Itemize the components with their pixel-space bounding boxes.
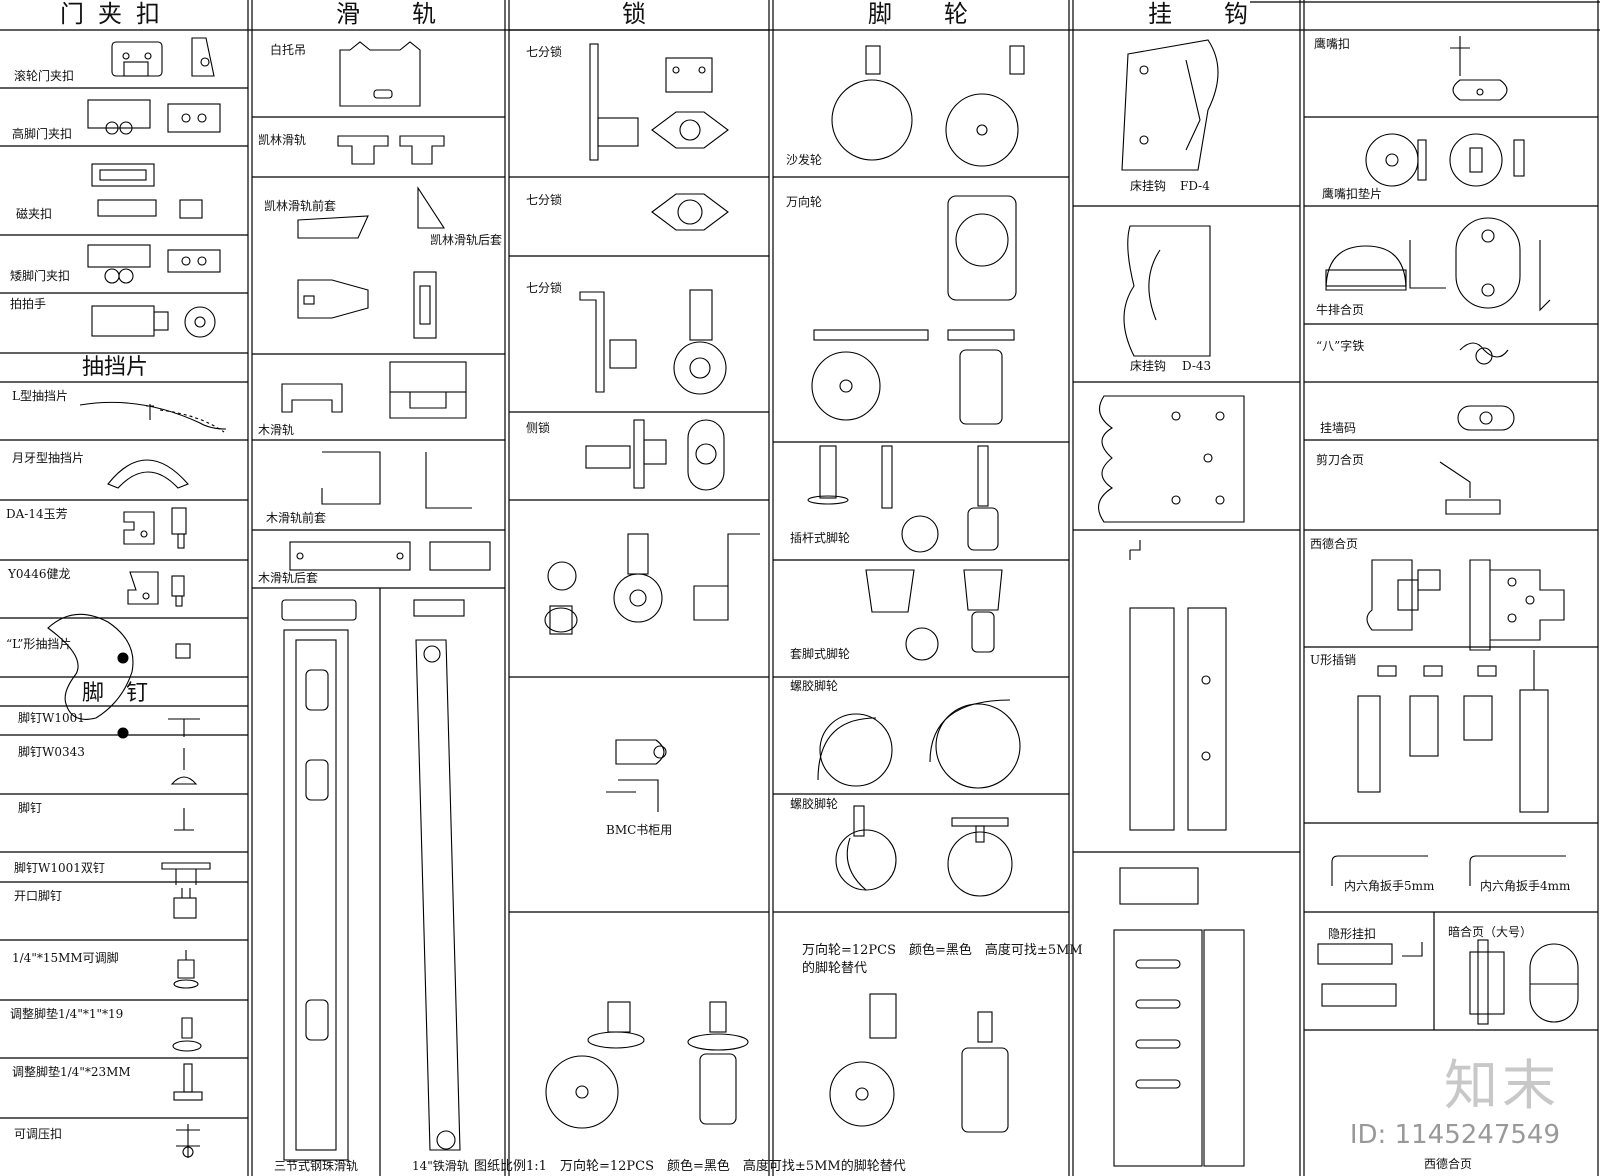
- label-adjust-foot: 1/4"*15MM可调脚: [12, 950, 119, 965]
- label-l-shape-stop: “L”形抽挡片: [6, 637, 71, 651]
- watermark: 知末 ID: 1145247549: [1350, 1041, 1560, 1150]
- label-nail: 脚钉: [18, 800, 42, 815]
- label-eight-iron: “八”字铁: [1316, 338, 1364, 353]
- label-fd4: FD-4: [1180, 179, 1210, 193]
- label-wood-rail-rear: 木滑轨后套: [258, 571, 318, 585]
- label-roller-door-catch: 滚轮门夹扣: [14, 68, 74, 83]
- col4-drawings: [807, 45, 1025, 1133]
- header-door-catch: 门夹扣: [60, 0, 174, 28]
- label-adjust-pad-23: 调整脚垫1/4"*23MM: [12, 1064, 131, 1079]
- label-eagle-latch: 鹰嘴扣: [1314, 36, 1350, 51]
- label-german-hinge-1: 西德合页: [1310, 536, 1358, 551]
- label-crescent-drawer-stop: 月牙型抽挡片: [12, 451, 84, 465]
- caster-note-line2: 的脚轮替代: [802, 960, 867, 976]
- label-hex-key-4: 内六角扳手4mm: [1480, 879, 1571, 893]
- label-adjust-buckle: 可调压扣: [14, 1127, 62, 1141]
- label-high-foot-catch: 高脚门夹扣: [12, 126, 72, 141]
- label-butt-hinge: 牛排合页: [1316, 302, 1364, 317]
- label-kailin-front-sleeve: 凯林滑轨前套: [264, 198, 336, 213]
- label-lock-3: 七分锁: [526, 280, 562, 295]
- label-bed-hook-2: 床挂钩: [1130, 359, 1166, 373]
- label-kailin-rear-sleeve: 凯林滑轨后套: [430, 233, 502, 247]
- col3-drawings: [544, 43, 760, 1129]
- label-bmc-bookcase: BMC书柜用: [606, 823, 672, 837]
- label-screw-caster-2: 螺胶脚轮: [790, 796, 838, 811]
- label-14-iron-rail: 14"铁滑轨: [412, 1159, 469, 1173]
- label-nail-w1001: 脚钉W1001: [18, 710, 85, 725]
- label-da14: DA-14玉芳: [6, 507, 68, 521]
- label-nail-double: 脚钉W1001双钉: [14, 860, 105, 875]
- label-swivel-caster: 万向轮: [786, 194, 822, 209]
- label-u-bolt: U形插销: [1310, 653, 1356, 667]
- label-side-lock: 侧锁: [526, 420, 550, 435]
- label-kailin-rail: 凯林滑轨: [258, 133, 306, 147]
- label-hex-key-5: 内六角扳手5mm: [1344, 879, 1435, 893]
- label-scissor-hinge: 剪刀合页: [1316, 452, 1364, 467]
- label-open-nail: 开口脚钉: [14, 888, 62, 903]
- label-three-section-rail: 三节式钢珠滑轨: [274, 1159, 358, 1173]
- header-hook: 挂 钩: [1148, 0, 1262, 28]
- label-screw-caster-1: 螺胶脚轮: [790, 678, 838, 693]
- label-magnetic-catch: 磁夹扣: [16, 206, 52, 221]
- label-stem-caster: 插杆式脚轮: [790, 530, 850, 545]
- label-eagle-latch-pad: 鹰嘴扣垫片: [1322, 186, 1382, 201]
- label-lock-1: 七分锁: [526, 44, 562, 59]
- caster-note-line1: 万向轮=12PCS 颜色=黑色 高度可找±5MM: [802, 942, 1083, 958]
- label-y0446: Y0446健龙: [7, 567, 70, 581]
- section-drawer-stop: 抽挡片: [82, 355, 148, 380]
- label-hidden-hook: 隐形挂扣: [1328, 927, 1376, 941]
- label-concealed-hinge: 暗合页（大号）: [1448, 924, 1532, 939]
- label-d43: D-43: [1182, 359, 1211, 373]
- label-adjust-pad-19: 调整脚垫1/4"*1"*19: [10, 1006, 123, 1021]
- col2-drawings: [281, 41, 491, 1161]
- label-wood-rail-front: 木滑轨前套: [266, 510, 326, 525]
- label-white-hanger: 白托吊: [270, 42, 306, 57]
- footer-scale: 图纸比例1:1: [474, 1159, 547, 1174]
- label-socket-caster: 套脚式脚轮: [790, 646, 850, 661]
- label-l-drawer-stop: L型抽挡片: [12, 389, 68, 403]
- label-wood-rail: 木滑轨: [258, 423, 294, 437]
- label-push-latch: 拍拍手: [10, 296, 46, 311]
- watermark-id: ID: 1145247549: [1349, 1120, 1560, 1150]
- footer-note: 万向轮=12PCS 颜色=黑色 高度可找±5MM的脚轮替代: [560, 1158, 906, 1174]
- label-wall-hanger: 挂墙码: [1320, 421, 1356, 435]
- label-german-hinge-2: 西德合页: [1424, 1156, 1472, 1171]
- watermark-logo: 知末: [1444, 1054, 1560, 1117]
- label-bed-hook-1: 床挂钩: [1130, 179, 1166, 193]
- label-lock-2: 七分锁: [526, 192, 562, 207]
- header-caster: 脚 轮: [868, 0, 982, 28]
- col1-drawings: [47, 37, 227, 1158]
- label-nail-w0343: 脚钉W0343: [18, 744, 85, 759]
- header-lock: 锁: [622, 0, 660, 28]
- label-sofa-caster: 沙发轮: [786, 152, 822, 167]
- col5-drawings: [1098, 39, 1245, 1167]
- col6-drawings: [1317, 36, 1579, 1025]
- label-low-foot-catch: 矮脚门夹扣: [10, 268, 70, 283]
- header-slide-rail: 滑 轨: [336, 0, 450, 28]
